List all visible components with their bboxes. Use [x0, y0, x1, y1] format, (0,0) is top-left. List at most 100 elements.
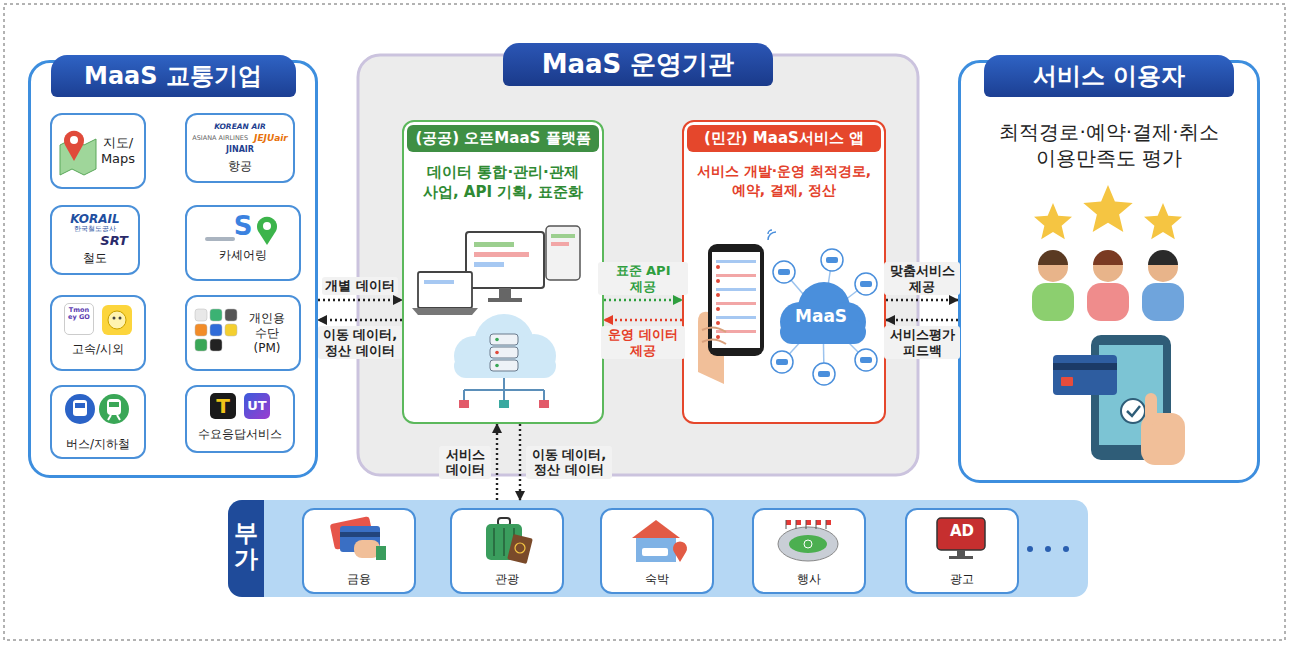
phone-screen-row [716, 316, 756, 319]
vehicle-shape [776, 359, 788, 365]
node-text: 철도 [83, 250, 107, 267]
edge-label: 이동 데이터, 정산 데이터 [318, 326, 402, 359]
bed [642, 548, 668, 556]
stadium-flag [806, 520, 811, 525]
data-flow-arrow [604, 299, 682, 301]
user-panel: 서비스 이용자최적경로·예약·결제·취소 이용만족도 평가 [958, 60, 1260, 483]
node-text: 데이터 통합·관리·관제 사업, API 기획, 표준화 [417, 162, 589, 203]
bus-icon-window [75, 403, 85, 408]
edge-label: 운영 데이터 제공 [601, 326, 685, 359]
laptop-screen-bar [424, 280, 454, 284]
vehicle-icon [855, 273, 877, 295]
monitor [466, 232, 544, 288]
laptop-base [412, 308, 478, 315]
node-title: 버스/지하철 [66, 436, 130, 453]
phone-screen-dot [716, 307, 720, 311]
monitor-base [488, 298, 522, 302]
flag-pole [786, 520, 787, 529]
tablet-screen-bar [551, 242, 569, 246]
network-node [499, 400, 509, 408]
monitor-base [949, 556, 973, 559]
person-hair [1038, 250, 1068, 265]
house-roof [632, 520, 680, 538]
data-flow-arrow [604, 319, 682, 321]
mode-box: S카셰어링 [185, 205, 301, 281]
bus-icon-body [73, 400, 87, 416]
ellipsis-dot [1027, 546, 1033, 552]
network-node [539, 400, 549, 408]
pm-app-icon [210, 339, 222, 351]
tablet-screen-bar [551, 234, 575, 238]
card-stripe [1053, 363, 1117, 370]
pm-app-icon [225, 324, 237, 336]
database-disk [490, 347, 518, 358]
data-flow-arrow [318, 319, 402, 321]
mode-box: KOREAN AIRASIANA AIRLINESJEJUairJINAIR항공 [185, 113, 295, 183]
database-disk [490, 360, 518, 371]
monitor-stand [957, 550, 965, 556]
subway-icon-window [109, 402, 119, 407]
stadium-flag [786, 520, 791, 525]
pm-app-icon [195, 324, 207, 336]
node-text: 최적경로·예약·결제·취소 이용만족도 평가 [984, 119, 1234, 171]
vehicle-shape [860, 281, 872, 287]
monitor-stand [499, 288, 511, 298]
map-pin [64, 131, 84, 161]
map-pin-dot [70, 136, 78, 144]
stadium-flag [796, 520, 801, 525]
phone-screen-dot [716, 293, 720, 297]
vehicle-shape [778, 269, 790, 275]
person-hair [1093, 250, 1123, 265]
phone-screen-dot [716, 335, 720, 339]
stadium-field [789, 535, 827, 553]
node-title: 서비스 이용자 [984, 55, 1234, 97]
node-title: KOREAN AIR [214, 122, 266, 131]
stadium-flag [816, 520, 821, 525]
node-text: 카셰어링 [189, 247, 297, 264]
location-pin [673, 541, 687, 562]
mode-box: KORAIL한국철도공사SRT철도 [50, 205, 140, 275]
extra-band-ground [228, 500, 1088, 597]
app-icon-face [108, 311, 126, 329]
ellipsis-dot [1063, 546, 1069, 552]
phone-screen-row [716, 260, 756, 263]
illustration [52, 115, 142, 185]
cuff [376, 546, 386, 560]
passport-globe [515, 543, 525, 553]
person-hair [1148, 250, 1178, 265]
node-text: 한국철도공사 [74, 226, 116, 234]
extra-box: 행사 [752, 508, 866, 594]
app-box: (민간) MaaS서비스 앱서비스 개발·운영 최적경로, 예약, 결제, 정산 [682, 120, 886, 424]
app-icon [102, 305, 132, 335]
database-light [495, 338, 499, 342]
platform-box: (공공) 오픈MaaS 플랫폼데이터 통합·관리·관제 사업, API 기획, … [402, 120, 604, 424]
card-chip [1061, 377, 1073, 386]
node-text: JEJUair [254, 133, 288, 143]
maas-cloud [780, 320, 866, 344]
mode-box: TUT수요응답서비스 [185, 385, 295, 453]
vehicle-shape [860, 357, 872, 363]
operator-panel: MaaS 운영기관(공공) 오픈MaaS 플랫폼데이터 통합·관리·관제 사업,… [358, 55, 918, 475]
node-title: MaaS 교통기업 [51, 55, 296, 97]
card-stripe [340, 532, 380, 537]
vehicle-icon [771, 351, 793, 373]
edge-label: 이동 데이터, 정산 데이터 [526, 446, 612, 479]
extra-band: 부가금융관광숙박행사AD광고 [228, 500, 1088, 597]
passport [507, 534, 533, 564]
data-flow-arrow [318, 299, 402, 301]
mode-box: 버스/지하철 [50, 385, 146, 459]
pm-app-icon [210, 309, 222, 321]
subway-icon-rails [108, 415, 120, 420]
node-title: T [210, 393, 236, 419]
vehicle-icon [813, 363, 835, 385]
flag-pole [816, 520, 817, 529]
phone-screen-dot [716, 321, 720, 325]
database-light [495, 351, 499, 355]
carshare-pin [257, 217, 277, 245]
node-text: 수요응답서비스 [189, 426, 291, 443]
data-flow-arrow [886, 319, 958, 321]
finger [702, 327, 726, 344]
node-title: Tmoney GO [64, 303, 94, 335]
edge-label: 개별 데이터 [322, 277, 398, 295]
